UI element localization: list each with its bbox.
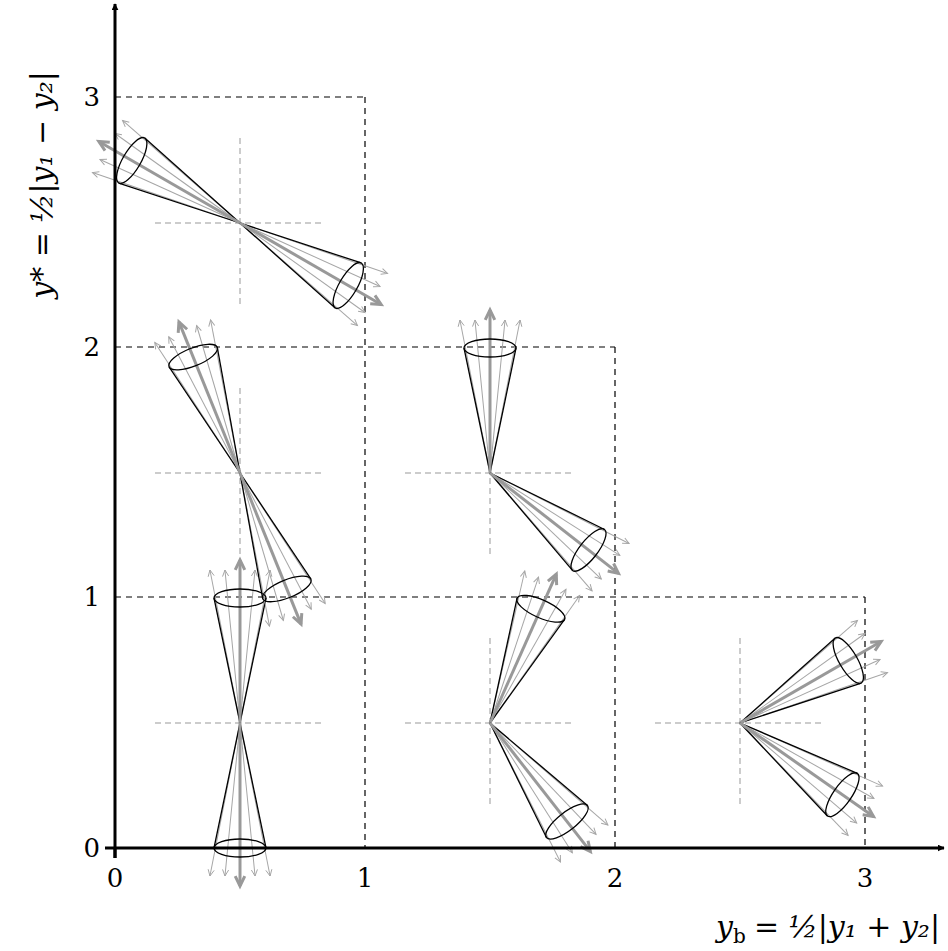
jet-cones: [83, 114, 897, 886]
bin-boundaries: [115, 97, 865, 848]
axis-title-group: yb= ½|y₁ + y₂|: [716, 912, 940, 942]
tick-label: 1: [83, 584, 100, 610]
tick-label: 1: [357, 865, 374, 891]
tick-label: 0: [83, 835, 100, 861]
tick-label: 0: [107, 865, 124, 891]
axis-title: y* = ½|y₁ − y₂|: [27, 71, 57, 299]
axes: [105, 4, 944, 858]
axis-title: = ½|y₁ + y₂|: [754, 909, 940, 944]
tick-label: 3: [83, 84, 100, 110]
axis-subscript: b: [733, 924, 746, 948]
tick-label: 2: [607, 865, 624, 891]
tick-label: 2: [83, 334, 100, 360]
axis-title: y: [716, 909, 733, 944]
tick-label: 3: [857, 865, 874, 891]
